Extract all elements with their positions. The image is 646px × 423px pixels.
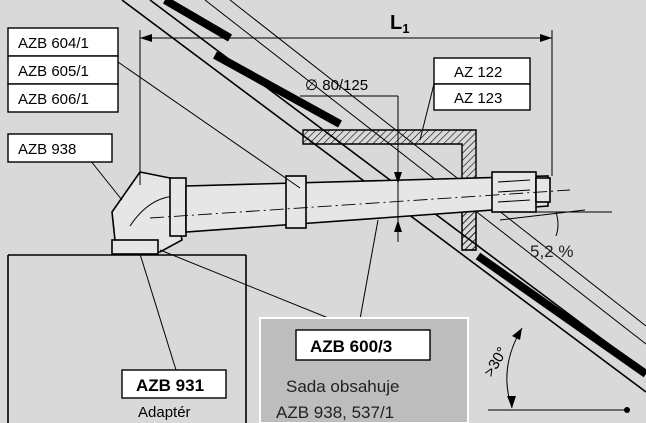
chimney-frame	[302, 129, 477, 251]
dimension-diameter: ∅ 80/125	[300, 77, 402, 242]
leader-azb938	[89, 159, 123, 201]
dimension-length: L1	[139, 12, 553, 185]
label-azb938: AZB 938	[18, 141, 76, 158]
kit-line-2: AZB 938, 537/1	[276, 403, 394, 422]
angle-arrow-top	[512, 328, 522, 340]
leader-azb931	[139, 253, 177, 371]
slope-arc	[555, 211, 559, 237]
label-box-azb600	[295, 329, 431, 361]
roofing-strip-1	[162, 0, 233, 42]
roofing-strip-2	[213, 51, 342, 128]
terminal-slot-3	[497, 199, 531, 203]
label-group-azb604: AZB 604/1 AZB 605/1 AZB 606/1	[7, 27, 119, 113]
diameter-label: ∅ 80/125	[305, 77, 368, 94]
pipe-coupling	[285, 175, 307, 229]
label-box-azb606	[7, 83, 119, 113]
pipe-centerline	[149, 189, 571, 219]
pipe-cap	[535, 177, 551, 203]
elbow-adapter	[111, 171, 187, 255]
label-group-az122: AZ 122 AZ 123	[433, 57, 531, 111]
terminal-slot-1	[497, 179, 531, 183]
slope-angle-line	[499, 209, 586, 221]
dim-label-L: L1	[390, 12, 409, 36]
label-azb606: AZB 606/1	[18, 91, 89, 108]
roof-line-3	[229, 0, 646, 327]
roof-structure	[121, 0, 646, 393]
roof-line-4	[204, 0, 646, 345]
pipe-body	[185, 175, 549, 233]
dimension-angle: >30°	[481, 327, 630, 413]
leader-azb600-pipe	[357, 219, 379, 331]
label-azb600: AZB 600/3	[310, 337, 392, 356]
label-azb605: AZB 605/1	[18, 63, 89, 80]
elbow-collar	[169, 177, 187, 237]
label-azb931-sub: Adaptér	[138, 404, 191, 421]
elbow-base	[111, 239, 159, 255]
chimney-hatch-lower	[461, 207, 477, 251]
dim-arrow-right	[540, 34, 552, 42]
label-group-azb938: AZB 938	[7, 133, 113, 163]
leader-lines	[89, 61, 435, 371]
leader-azb600-elbow	[159, 249, 359, 331]
leader-az122-123	[419, 83, 435, 141]
label-group-azb931: AZB 931 Adaptér	[121, 369, 227, 421]
label-az123: AZ 123	[454, 90, 502, 107]
label-box-azb605	[7, 55, 119, 85]
angle-vertex-dot	[624, 407, 630, 413]
roofing-strip-3	[475, 252, 646, 378]
label-box-azb604	[7, 27, 119, 57]
horizontal-pipe	[149, 171, 571, 233]
dimension-slope: 5,2 %	[499, 209, 612, 261]
wall	[7, 254, 247, 423]
diam-arrow-bottom	[394, 220, 402, 232]
label-azb931: AZB 931	[136, 376, 204, 395]
leader-azb604-605-606	[117, 61, 301, 189]
dim-arrow-left	[140, 34, 152, 42]
label-box-az122	[433, 57, 531, 85]
label-az122: AZ 122	[454, 64, 502, 81]
angle-arrow-bottom	[507, 396, 516, 408]
slope-label: 5,2 %	[530, 242, 573, 261]
kit-info-panel	[259, 317, 469, 423]
diam-arrow-top	[394, 172, 402, 184]
label-box-az123	[433, 83, 531, 111]
label-azb604: AZB 604/1	[18, 35, 89, 52]
kit-line-1: Sada obsahuje	[286, 377, 399, 396]
label-box-azb938	[7, 133, 113, 163]
label-group-azb600: AZB 600/3 Sada obsahuje AZB 938, 537/1	[259, 317, 469, 423]
label-box-azb931	[121, 369, 227, 399]
terminal-slot-2	[497, 189, 531, 193]
